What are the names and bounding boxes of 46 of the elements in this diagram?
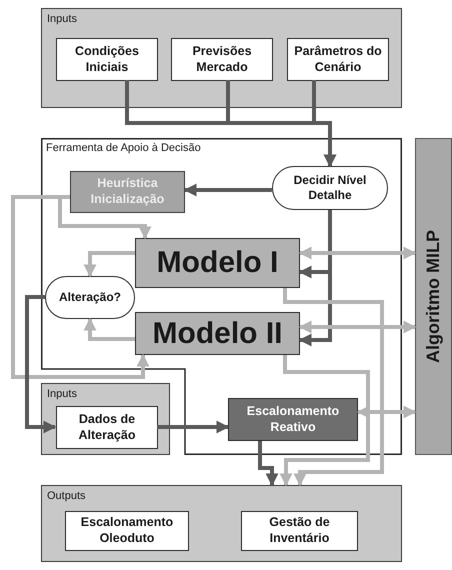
group-title: Inputs [47, 13, 77, 27]
group-panel [41, 485, 402, 562]
arrow [298, 320, 416, 334]
model-box [135, 312, 300, 355]
arrow [84, 318, 135, 341]
decision-box [272, 166, 388, 210]
side-panel [415, 138, 452, 455]
box-label: Gestão de Inventário [268, 515, 331, 547]
group-panel [41, 8, 402, 108]
box-label: Escalonamento Reativo [246, 404, 340, 436]
box-label: Parâmetros do Cenário [293, 44, 383, 76]
model-title: Modelo II [152, 316, 282, 352]
box-label: Decidir Nível Detalhe [292, 173, 368, 203]
arrow [312, 80, 336, 168]
arrow [283, 288, 384, 486]
arrow [84, 251, 135, 278]
arrow [298, 246, 416, 260]
arrow [356, 406, 416, 418]
box-label: Alteração? [58, 290, 122, 305]
box-label: Condições Iniciais [74, 44, 140, 76]
process-box [228, 398, 358, 441]
group-title: Outputs [47, 490, 86, 504]
model-title: Modelo I [156, 245, 278, 282]
input-box [56, 406, 158, 449]
model-box [135, 238, 300, 288]
box-label: Escalonamento Oleoduto [80, 515, 174, 547]
input-box [56, 38, 158, 81]
arrow [258, 441, 278, 486]
arrow [11, 195, 150, 379]
input-box [287, 38, 389, 81]
input-box [171, 38, 273, 81]
process-box [70, 171, 185, 213]
input-box [65, 511, 189, 551]
arrow [280, 355, 370, 486]
box-label: Previsões Mercado [191, 44, 253, 76]
arrow [157, 420, 230, 434]
arrow [184, 184, 272, 196]
panel-title: Algoritmo MILP [422, 230, 444, 363]
group-title: Inputs [47, 388, 77, 402]
box-label: Dados de Alteração [78, 412, 136, 444]
group-title: Ferramenta de Apoio à Decisão [46, 142, 201, 156]
box-label: Heurística Inicialização [90, 176, 166, 208]
group-panel [41, 383, 170, 455]
decision-box [45, 276, 135, 319]
input-box [241, 511, 358, 551]
arrow [25, 295, 56, 434]
